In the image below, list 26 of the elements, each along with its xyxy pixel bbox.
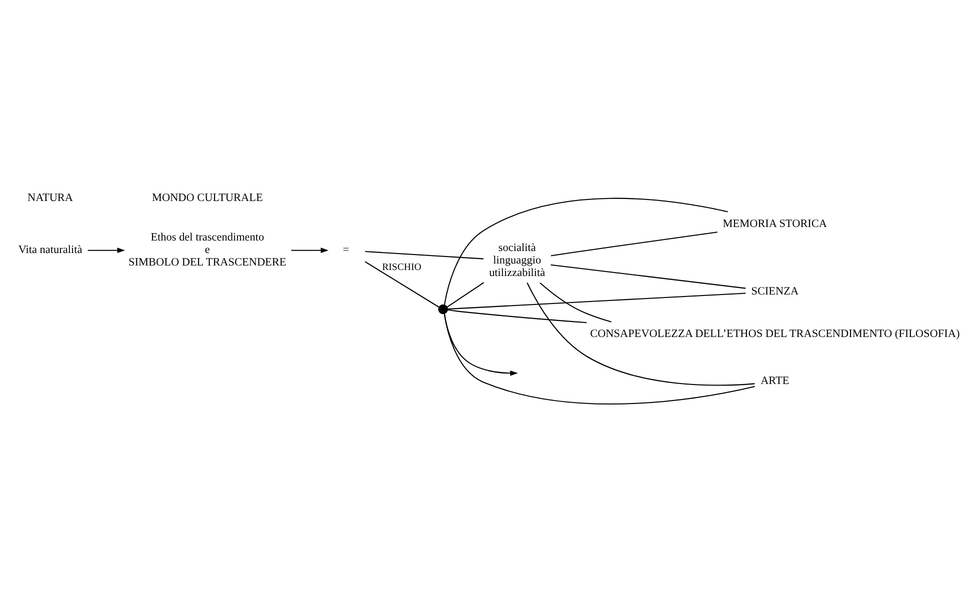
connector	[448, 292, 746, 310]
arrow	[291, 248, 328, 254]
arrow	[444, 314, 518, 376]
node-text: =	[342, 244, 350, 256]
arrow	[88, 248, 125, 254]
connector	[365, 250, 484, 260]
connector	[526, 282, 755, 386]
node-text: CONSAPEVOLEZZA DELL’ETHOS DEL TRASCENDIMENTO (FILOSOFIA)	[590, 328, 960, 340]
node-text: Vita naturalità	[18, 244, 82, 256]
connector	[446, 282, 484, 308]
connector	[444, 198, 728, 305]
node-text: Ethos del trascendimento e SIMBOLO DEL TRASCENDERE	[128, 231, 286, 269]
node-text: SCIENZA	[751, 285, 799, 298]
node-text: ARTE	[760, 375, 790, 388]
label: MONDO CULTURALE	[152, 192, 263, 204]
label: NATURA	[28, 192, 74, 204]
connector	[550, 232, 718, 256]
connector	[364, 261, 439, 308]
node-text: MEMORIA STORICA	[722, 218, 828, 230]
node-circle	[438, 304, 448, 314]
connector	[444, 314, 755, 404]
node-text: socialità linguaggio utilizzabilità	[489, 242, 546, 280]
connector	[448, 309, 587, 324]
edge-label: RISCHIO	[382, 262, 422, 274]
connector	[540, 282, 612, 322]
connector	[550, 264, 746, 289]
